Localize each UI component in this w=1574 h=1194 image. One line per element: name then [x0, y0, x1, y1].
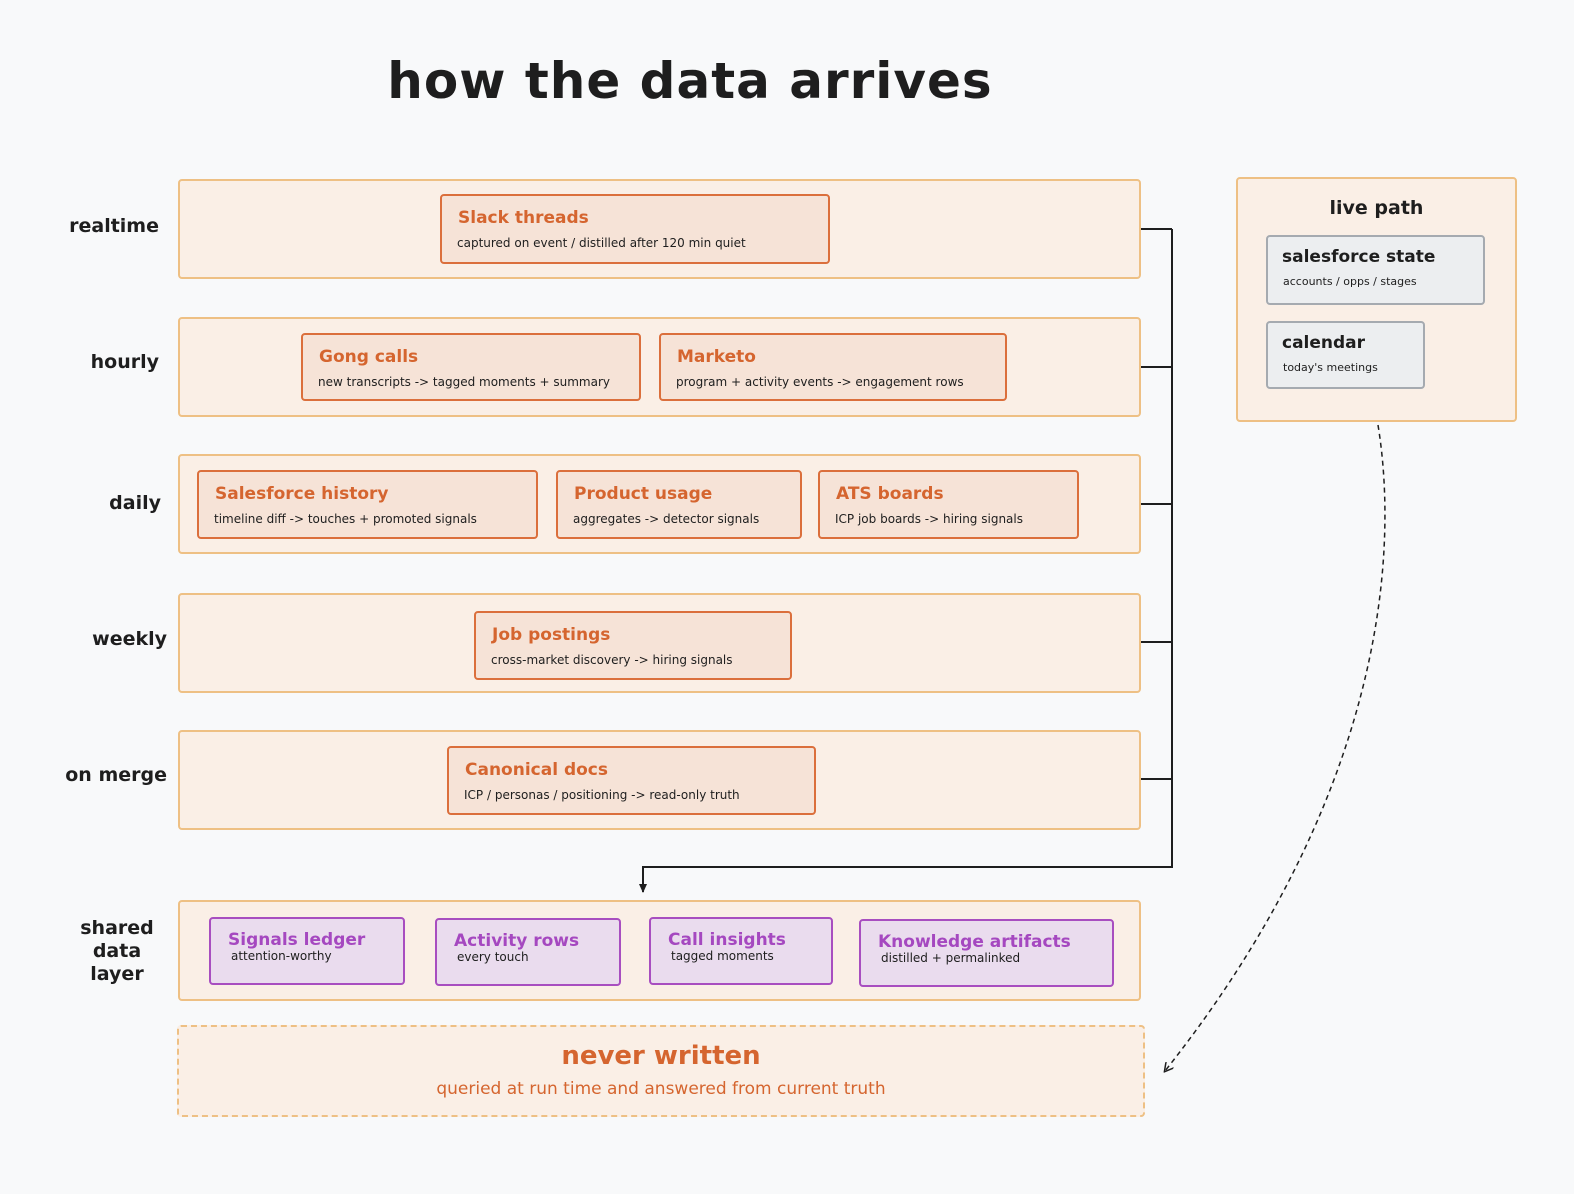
card-subtitle: new transcripts -> tagged moments + summ…: [318, 375, 611, 389]
source-card-product-usage[interactable]: Product usage aggregates -> detector sig…: [556, 470, 802, 539]
connector-trunk-to-shared-layer: [639, 229, 1173, 893]
card-subtitle: distilled + permalinked: [881, 951, 1021, 965]
never-written-subtitle: queried at run time and answered from cu…: [436, 1079, 886, 1099]
card-subtitle: tagged moments: [671, 949, 774, 963]
shared-card-call-insights[interactable]: Call insights tagged moments: [649, 917, 833, 985]
card-subtitle: aggregates -> detector signals: [573, 512, 760, 526]
live-card-calendar[interactable]: calendar today's meetings: [1266, 321, 1425, 389]
label-line: shared: [80, 917, 154, 939]
tier-label-daily: daily: [109, 492, 161, 514]
source-card-marketo[interactable]: Marketo program + activity events -> eng…: [659, 333, 1007, 401]
card-title: Salesforce history: [215, 484, 389, 504]
card-title: Gong calls: [319, 347, 419, 367]
card-subtitle: attention-worthy: [231, 949, 332, 963]
live-path-dashed-arrow: [1165, 424, 1386, 1071]
tier-label-realtime: realtime: [69, 215, 159, 237]
card-subtitle: every touch: [457, 950, 529, 964]
card-subtitle: program + activity events -> engagement …: [676, 375, 964, 389]
tier-band-weekly: Job postings cross-market discovery -> h…: [178, 593, 1141, 693]
card-subtitle: cross-market discovery -> hiring signals: [491, 653, 733, 667]
never-written-title: never written: [561, 1041, 761, 1071]
card-title: Marketo: [677, 347, 756, 367]
card-title: Product usage: [574, 484, 713, 504]
tier-band-on-merge: Canonical docs ICP / personas / position…: [178, 730, 1141, 830]
card-subtitle: captured on event / distilled after 120 …: [457, 236, 746, 250]
card-title: Slack threads: [458, 208, 589, 228]
tier-band-hourly: Gong calls new transcripts -> tagged mom…: [178, 317, 1141, 417]
card-title: ATS boards: [836, 484, 944, 504]
tier-label-on-merge: on merge: [65, 764, 167, 786]
label-line: data: [92, 940, 142, 962]
card-title: Call insights: [668, 930, 786, 950]
shared-card-activity-rows[interactable]: Activity rows every touch: [435, 918, 621, 986]
live-path-panel: live path salesforce state accounts / op…: [1236, 177, 1517, 422]
tier-band-daily: Salesforce history timeline diff -> touc…: [178, 454, 1141, 554]
never-written-box: never written queried at run time and an…: [177, 1025, 1145, 1117]
shared-card-knowledge-artifacts[interactable]: Knowledge artifacts distilled + permalin…: [859, 919, 1114, 987]
card-subtitle: accounts / opps / stages: [1283, 275, 1417, 288]
card-subtitle: today's meetings: [1283, 361, 1378, 374]
card-title: calendar: [1282, 333, 1366, 353]
card-title: Canonical docs: [465, 760, 608, 780]
tier-label-weekly: weekly: [92, 628, 167, 650]
card-title: Knowledge artifacts: [878, 932, 1071, 952]
shared-data-layer-band: Signals ledger attention-worthy Activity…: [178, 900, 1141, 1001]
card-subtitle: ICP job boards -> hiring signals: [835, 512, 1023, 526]
card-title: Signals ledger: [228, 930, 366, 950]
card-subtitle: timeline diff -> touches + promoted sign…: [214, 512, 477, 526]
source-card-canonical-docs[interactable]: Canonical docs ICP / personas / position…: [447, 746, 816, 815]
tier-label-shared-data-layer: shared data layer: [70, 917, 164, 986]
diagram-title: how the data arrives: [387, 52, 993, 110]
card-subtitle: ICP / personas / positioning -> read-onl…: [464, 788, 740, 802]
card-title: salesforce state: [1282, 247, 1436, 267]
live-path-title: live path: [1329, 197, 1424, 219]
shared-card-signals-ledger[interactable]: Signals ledger attention-worthy: [209, 917, 405, 985]
card-title: Job postings: [492, 625, 611, 645]
source-card-job-postings[interactable]: Job postings cross-market discovery -> h…: [474, 611, 792, 680]
card-title: Activity rows: [454, 931, 580, 951]
tier-label-hourly: hourly: [90, 351, 159, 373]
label-line: layer: [90, 963, 144, 985]
source-card-gong-calls[interactable]: Gong calls new transcripts -> tagged mom…: [301, 333, 641, 401]
tier-band-realtime: Slack threads captured on event / distil…: [178, 179, 1141, 279]
source-card-ats-boards[interactable]: ATS boards ICP job boards -> hiring sign…: [818, 470, 1079, 539]
live-card-salesforce-state[interactable]: salesforce state accounts / opps / stage…: [1266, 235, 1485, 305]
source-card-salesforce-history[interactable]: Salesforce history timeline diff -> touc…: [197, 470, 538, 539]
source-card-slack-threads[interactable]: Slack threads captured on event / distil…: [440, 194, 830, 264]
